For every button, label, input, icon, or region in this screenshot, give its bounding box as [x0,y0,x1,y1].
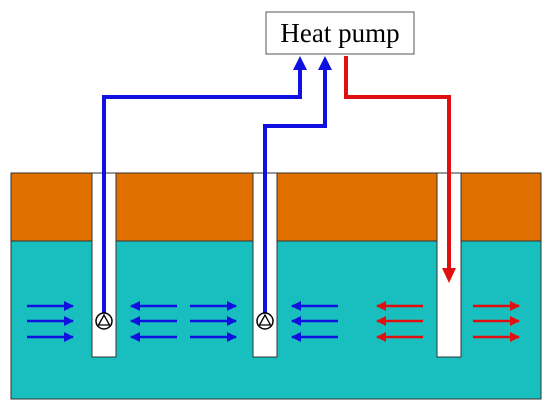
return-pipe [344,56,451,272]
supply-pipe-2-arrowhead [318,56,332,70]
supply-pipe-2 [263,60,327,320]
inflow-arrows-well2-left [190,301,237,342]
supply-pipe-1 [102,60,302,320]
outflow-arrows-injection-right [473,301,520,342]
inflow-arrows-well1-right [130,301,177,342]
inflow-arrows-well1-left [27,301,74,342]
inflow-arrows-well2-right [291,301,338,342]
outflow-arrows-injection-left [376,301,423,342]
heat-pump-box: Heat pump [265,11,415,55]
return-pipe-arrowhead [442,268,456,283]
heat-pump-label: Heat pump [280,18,399,48]
pump-symbol [256,312,274,330]
supply-pipe-1-arrowhead [293,56,307,70]
pump-symbol [95,312,113,330]
